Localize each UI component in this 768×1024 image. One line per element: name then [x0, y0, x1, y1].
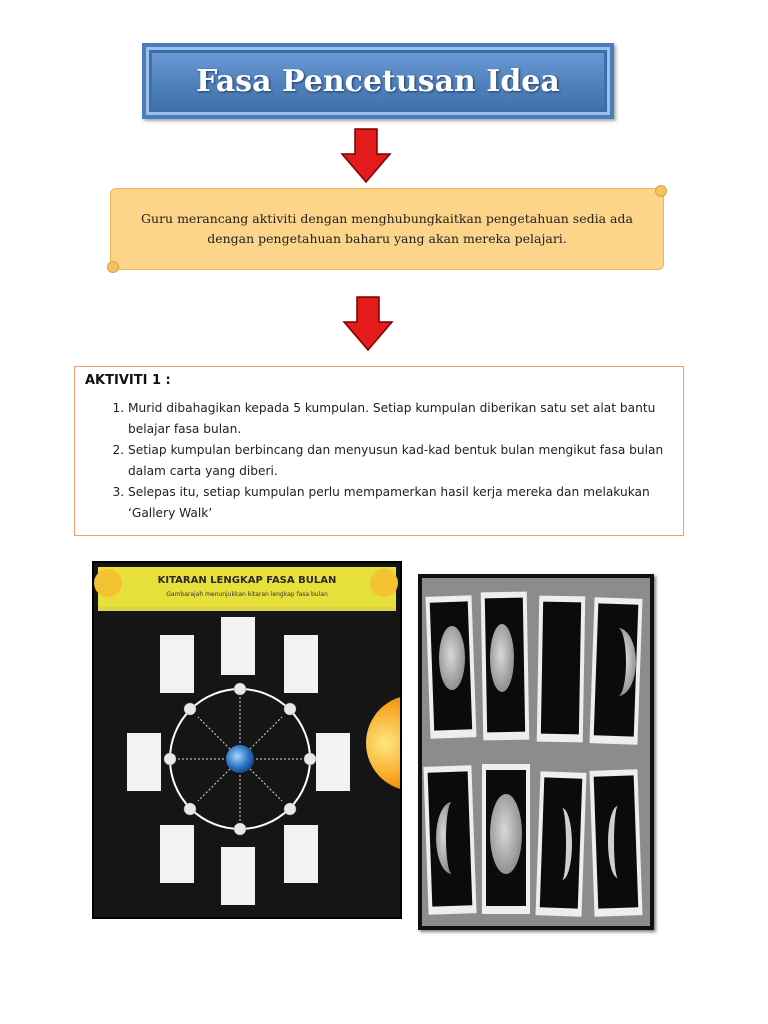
moon-phase-chart-photo: KITARAN LENGKAP FASA BULAN Gambarajah me…	[92, 561, 402, 919]
description-scroll: Guru merancang aktiviti dengan menghubun…	[107, 185, 667, 273]
down-arrow-icon	[342, 296, 394, 352]
list-item: Setiap kumpulan berbincang dan menyusun …	[128, 440, 673, 482]
title-banner: Fasa Pencetusan Idea	[142, 43, 614, 119]
moon-cards-illustration	[422, 578, 650, 926]
list-item: Selepas itu, setiap kumpulan perlu mempa…	[128, 482, 673, 524]
moon-cards-photo	[418, 574, 654, 930]
poster-subtitle: Gambarajah menunjukkan kitaran lengkap f…	[166, 591, 328, 598]
description-text: Guru merancang aktiviti dengan menghubun…	[141, 211, 633, 246]
list-item: Murid dibahagikan kepada 5 kumpulan. Set…	[128, 398, 673, 440]
activity-list: Murid dibahagikan kepada 5 kumpulan. Set…	[85, 398, 673, 524]
activity-heading: AKTIVITI 1 :	[85, 373, 171, 388]
activity-box: AKTIVITI 1 : Murid dibahagikan kepada 5 …	[74, 366, 684, 536]
moon-phase-chart-illustration: KITARAN LENGKAP FASA BULAN Gambarajah me…	[94, 563, 400, 917]
down-arrow-icon	[340, 128, 392, 184]
poster-title: KITARAN LENGKAP FASA BULAN	[158, 575, 337, 586]
page-title: Fasa Pencetusan Idea	[196, 63, 560, 99]
